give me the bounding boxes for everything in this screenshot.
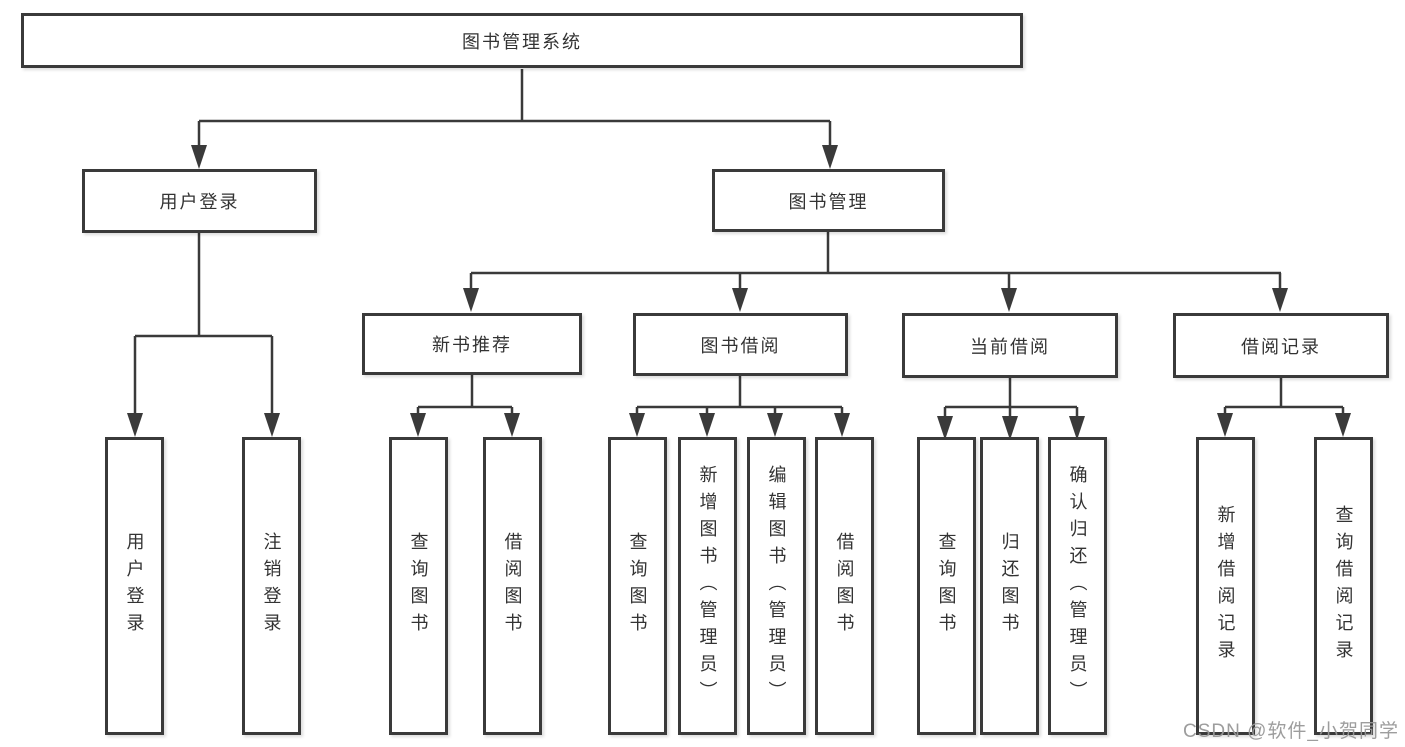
node-root-label: 图书管理系统 bbox=[462, 31, 582, 52]
leaf-query-borrow-record: 查询借阅记录 bbox=[1314, 437, 1373, 735]
leaf-borrowing-query-books: 查询图书 bbox=[608, 437, 667, 735]
node-user-login-label: 用户登录 bbox=[159, 192, 240, 212]
node-new-book-recommendation: 新书推荐 bbox=[362, 313, 582, 375]
leaf-return-books: 归还图书 bbox=[980, 437, 1039, 735]
csdn-watermark: CSDN @软件_小贺同学 bbox=[1183, 721, 1399, 742]
leaf-current-query-books-label: 查询图书 bbox=[936, 532, 957, 640]
leaf-add-books-admin-label: 新增图书（管理员） bbox=[697, 464, 718, 708]
node-borrowing-records-label: 借阅记录 bbox=[1241, 336, 1321, 357]
connector-current-to-leaves bbox=[937, 377, 1085, 440]
leaf-borrowing-borrow-books-label: 借阅图书 bbox=[834, 532, 855, 640]
node-root-system: 图书管理系统 bbox=[21, 13, 1023, 68]
leaf-query-borrow-record-label: 查询借阅记录 bbox=[1333, 505, 1354, 667]
leaf-logout-login: 注销登录 bbox=[242, 437, 301, 735]
leaf-edit-books-admin: 编辑图书（管理员） bbox=[747, 437, 806, 735]
leaf-add-borrow-record-label: 新增借阅记录 bbox=[1215, 505, 1236, 667]
leaf-user-login: 用户登录 bbox=[105, 437, 164, 735]
node-new-book-recommendation-label: 新书推荐 bbox=[432, 335, 512, 355]
node-book-borrowing: 图书借阅 bbox=[633, 313, 848, 376]
connector-mgmt-to-level3 bbox=[463, 232, 1288, 312]
leaf-recommend-query-books: 查询图书 bbox=[389, 437, 448, 735]
leaf-return-books-label: 归还图书 bbox=[999, 532, 1020, 640]
connector-borrowing-to-leaves bbox=[629, 376, 850, 437]
leaf-add-books-admin: 新增图书（管理员） bbox=[678, 437, 737, 735]
node-borrowing-records: 借阅记录 bbox=[1173, 313, 1389, 378]
leaf-add-borrow-record: 新增借阅记录 bbox=[1196, 437, 1255, 735]
node-book-management: 图书管理 bbox=[712, 169, 945, 232]
leaf-confirm-return-admin: 确认归还（管理员） bbox=[1048, 437, 1107, 735]
leaf-current-query-books: 查询图书 bbox=[917, 437, 976, 735]
connector-recommend-to-leaves bbox=[410, 375, 520, 437]
connector-records-to-leaves bbox=[1217, 377, 1351, 437]
connector-login-to-leaves bbox=[127, 233, 280, 437]
leaf-recommend-borrow-books: 借阅图书 bbox=[483, 437, 542, 735]
leaf-recommend-query-books-label: 查询图书 bbox=[408, 532, 429, 640]
leaf-edit-books-admin-label: 编辑图书（管理员） bbox=[766, 464, 787, 708]
leaf-confirm-return-admin-label: 确认归还（管理员） bbox=[1067, 464, 1088, 708]
leaf-logout-login-label: 注销登录 bbox=[261, 532, 282, 640]
connector-root-to-level2 bbox=[191, 69, 838, 169]
node-current-borrowing: 当前借阅 bbox=[902, 313, 1118, 378]
node-book-management-label: 图书管理 bbox=[788, 191, 869, 212]
node-current-borrowing-label: 当前借阅 bbox=[970, 336, 1050, 357]
leaf-borrowing-query-books-label: 查询图书 bbox=[627, 532, 648, 640]
leaf-borrowing-borrow-books: 借阅图书 bbox=[815, 437, 874, 735]
node-user-login: 用户登录 bbox=[82, 169, 317, 233]
leaf-user-login-label: 用户登录 bbox=[124, 532, 145, 640]
node-book-borrowing-label: 图书借阅 bbox=[700, 335, 781, 356]
leaf-recommend-borrow-books-label: 借阅图书 bbox=[502, 532, 523, 640]
